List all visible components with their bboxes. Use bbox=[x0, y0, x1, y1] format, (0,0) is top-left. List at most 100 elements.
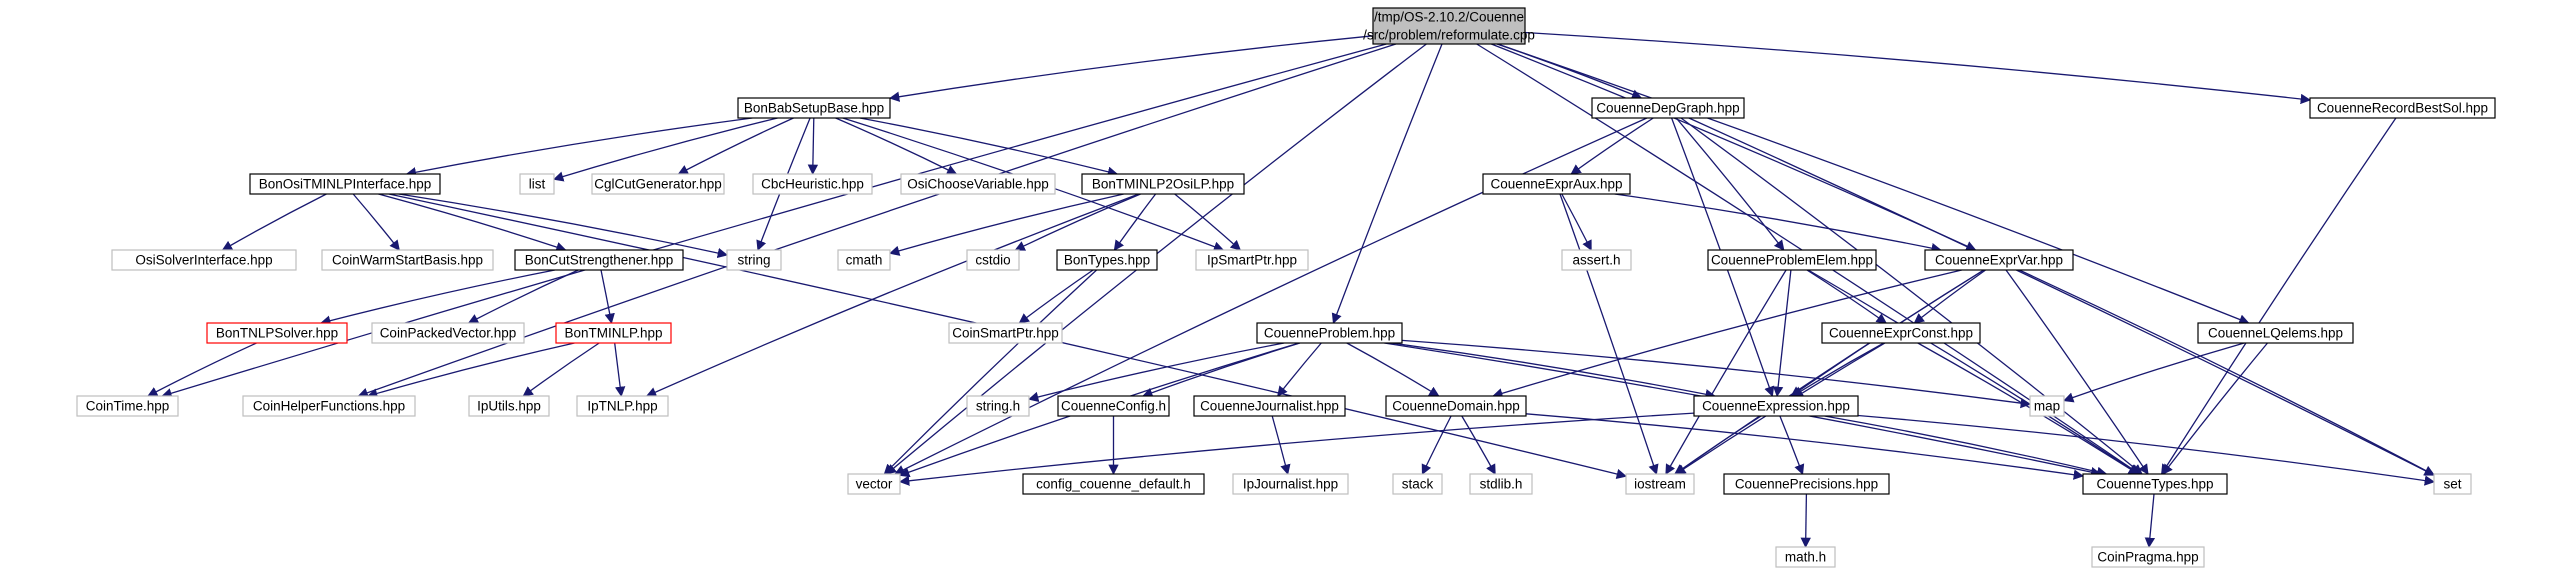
node-box-vector bbox=[847, 473, 901, 495]
node-exprVar[interactable]: CouenneExprVar.hpp bbox=[1924, 249, 2074, 271]
node-tnlpsolver[interactable]: BonTNLPSolver.hpp bbox=[206, 322, 348, 344]
node-label-cglcut: CglCutGenerator.hpp bbox=[594, 177, 722, 192]
node-string[interactable]: string bbox=[726, 249, 782, 271]
node-exprConst[interactable]: CouenneExprConst.hpp bbox=[1821, 322, 1981, 344]
node-expression[interactable]: CouenneExpression.hpp bbox=[1693, 395, 1859, 417]
edge-problem-to-journalist bbox=[1277, 342, 1322, 397]
node-coinwarm[interactable]: CoinWarmStartBasis.hpp bbox=[321, 249, 494, 271]
edge-tminlp2osilp-to-cmath bbox=[888, 193, 1124, 256]
node-depgraph[interactable]: CouenneDepGraph.hpp bbox=[1591, 97, 1745, 119]
node-label-exprConst: CouenneExprConst.hpp bbox=[1829, 326, 1973, 341]
node-problem[interactable]: CouenneProblem.hpp bbox=[1256, 322, 1403, 344]
node-stringh[interactable]: string.h bbox=[966, 395, 1030, 417]
node-cutstrength[interactable]: BonCutStrengthener.hpp bbox=[514, 249, 684, 271]
node-box-string bbox=[726, 249, 782, 271]
node-coinhelper[interactable]: CoinHelperFunctions.hpp bbox=[242, 395, 416, 417]
node-coinpragma[interactable]: CoinPragma.hpp bbox=[2091, 546, 2205, 568]
node-cglcut[interactable]: CglCutGenerator.hpp bbox=[591, 173, 725, 195]
node-exprAux[interactable]: CouenneExprAux.hpp bbox=[1482, 173, 1631, 195]
node-label-cointime: CoinTime.hpp bbox=[86, 399, 170, 414]
node-map[interactable]: map bbox=[2029, 395, 2065, 417]
node-mathh[interactable]: math.h bbox=[1775, 546, 1836, 568]
node-box-tnlpsolver bbox=[206, 322, 348, 344]
node-cbcheur[interactable]: CbcHeuristic.hpp bbox=[752, 173, 873, 195]
node-osisolver[interactable]: OsiSolverInterface.hpp bbox=[111, 249, 297, 271]
node-box-bontypes bbox=[1056, 249, 1158, 271]
node-ipsmartptr[interactable]: IpSmartPtr.hpp bbox=[1195, 249, 1309, 271]
node-label-bontminlp: BonTMINLP.hpp bbox=[564, 326, 662, 341]
node-configdef[interactable]: config_couenne_default.h bbox=[1022, 473, 1205, 495]
node-cmath[interactable]: cmath bbox=[837, 249, 891, 271]
node-box-recbest bbox=[2309, 97, 2496, 119]
node-box-root bbox=[1372, 7, 1526, 45]
node-recbest[interactable]: CouenneRecordBestSol.hpp bbox=[2309, 97, 2496, 119]
edge-bontypes-to-coinsmart bbox=[1018, 269, 1094, 324]
node-set[interactable]: set bbox=[2433, 473, 2472, 495]
edge-cutstrength-to-coinpacked bbox=[467, 269, 579, 324]
node-box-types bbox=[2082, 473, 2228, 495]
node-stack[interactable]: stack bbox=[1392, 473, 1443, 495]
node-types[interactable]: CouenneTypes.hpp bbox=[2082, 473, 2228, 495]
edge-precisions-to-mathh bbox=[1800, 493, 1811, 549]
edge-expression-to-vector bbox=[898, 412, 1695, 486]
node-iostream[interactable]: iostream bbox=[1625, 473, 1695, 495]
node-label-root-line-1: /src/problem/reformulate.cpp bbox=[1363, 28, 1535, 43]
node-bonbab[interactable]: BonBabSetupBase.hpp bbox=[737, 97, 891, 119]
edge-expression-to-precisions bbox=[1779, 415, 1805, 475]
node-probelem[interactable]: CouenneProblemElem.hpp bbox=[1707, 249, 1877, 271]
node-box-journalist bbox=[1193, 395, 1346, 417]
node-bontminlp[interactable]: BonTMINLP.hpp bbox=[555, 322, 672, 344]
node-stdlib[interactable]: stdlib.h bbox=[1469, 473, 1533, 495]
node-precisions[interactable]: CouennePrecisions.hpp bbox=[1723, 473, 1890, 495]
node-box-list bbox=[519, 173, 555, 195]
node-lqelems[interactable]: CouenneLQelems.hpp bbox=[2197, 322, 2354, 344]
node-domain[interactable]: CouenneDomain.hpp bbox=[1385, 395, 1527, 417]
edge-types-to-coinpragma bbox=[2144, 493, 2156, 549]
node-box-cmath bbox=[837, 249, 891, 271]
node-cstdio[interactable]: cstdio bbox=[966, 249, 1020, 271]
node-box-ipjournal bbox=[1232, 473, 1349, 495]
edge-domain-to-stack bbox=[1421, 415, 1452, 475]
node-box-asserth bbox=[1561, 249, 1632, 271]
edge-cutstrength-to-bontminlp bbox=[600, 269, 615, 325]
node-label-lqelems: CouenneLQelems.hpp bbox=[2208, 326, 2343, 341]
node-vector[interactable]: vector bbox=[847, 473, 901, 495]
node-label-iostream: iostream bbox=[1634, 477, 1686, 492]
node-label-config: CouenneConfig.h bbox=[1061, 399, 1166, 414]
node-box-stringh bbox=[966, 395, 1030, 417]
node-bontypes[interactable]: BonTypes.hpp bbox=[1056, 249, 1158, 271]
edge-probelem-to-types bbox=[1807, 269, 2140, 475]
edge-osi_tminlp_if-to-osisolver bbox=[221, 193, 327, 251]
edge-bontminlp-to-iputils bbox=[522, 342, 600, 397]
node-box-problem bbox=[1256, 322, 1403, 344]
node-osichoose[interactable]: OsiChooseVariable.hpp bbox=[900, 173, 1056, 195]
edge-problem-to-map bbox=[1401, 339, 2032, 409]
node-list[interactable]: list bbox=[519, 173, 555, 195]
node-label-cutstrength: BonCutStrengthener.hpp bbox=[525, 253, 674, 268]
edge-recbest-to-types bbox=[2161, 117, 2397, 475]
edge-bonbab-to-tminlp2osilp bbox=[859, 117, 1119, 177]
node-label-exprAux: CouenneExprAux.hpp bbox=[1490, 177, 1622, 192]
node-coinpacked[interactable]: CoinPackedVector.hpp bbox=[371, 322, 525, 344]
node-journalist[interactable]: CouenneJournalist.hpp bbox=[1193, 395, 1346, 417]
node-config[interactable]: CouenneConfig.h bbox=[1057, 395, 1170, 417]
node-box-probelem bbox=[1707, 249, 1877, 271]
node-coinsmart[interactable]: CoinSmartPtr.hpp bbox=[948, 322, 1063, 344]
node-asserth[interactable]: assert.h bbox=[1561, 249, 1632, 271]
node-root: /tmp/OS-2.10.2/Couenne/src/problem/refor… bbox=[1363, 7, 1535, 45]
node-box-coinhelper bbox=[242, 395, 416, 417]
node-osi_tminlp_if[interactable]: BonOsiTMINLPInterface.hpp bbox=[249, 173, 441, 195]
node-label-tnlpsolver: BonTNLPSolver.hpp bbox=[216, 326, 338, 341]
node-box-coinpragma bbox=[2091, 546, 2205, 568]
edge-bontypes-to-vector bbox=[883, 269, 1098, 475]
node-label-osisolver: OsiSolverInterface.hpp bbox=[135, 253, 272, 268]
edge-lqelems-to-map bbox=[2063, 342, 2245, 403]
node-box-coinpacked bbox=[371, 322, 525, 344]
node-tminlp2osilp[interactable]: BonTMINLP2OsiLP.hpp bbox=[1081, 173, 1245, 195]
edge-root-to-recbest bbox=[1524, 31, 2312, 105]
node-iptnlp[interactable]: IpTNLP.hpp bbox=[576, 395, 669, 417]
node-iputils[interactable]: IpUtils.hpp bbox=[468, 395, 550, 417]
node-cointime[interactable]: CoinTime.hpp bbox=[76, 395, 179, 417]
node-ipjournal[interactable]: IpJournalist.hpp bbox=[1232, 473, 1349, 495]
node-label-expression: CouenneExpression.hpp bbox=[1702, 399, 1850, 414]
